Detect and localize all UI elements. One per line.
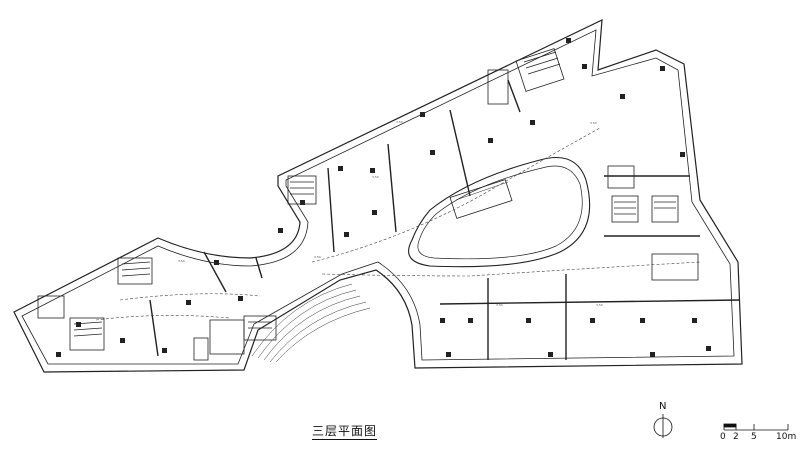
svg-text:3.50: 3.50 [596,303,603,307]
north-arrow [653,414,673,438]
svg-text:3.50: 3.50 [396,120,403,124]
svg-text:3.50: 3.50 [314,255,321,259]
dimension-marks: 3.50 3.50 3.50 3.50 3.50 3.50 3.50 [178,120,603,307]
drawing-title: 三层平面图 [312,424,378,440]
scale-tick-10m: 10m [776,432,797,442]
curved-ramp [251,283,371,363]
corridor-lines [95,127,701,321]
stair-cores [37,48,699,361]
scale-bar [723,423,789,431]
building-outline [13,19,743,373]
partition-walls [149,79,741,360]
svg-text:3.50: 3.50 [496,303,503,307]
svg-text:3.50: 3.50 [178,259,185,263]
north-label: N [659,401,667,412]
scale-tick-5: 5 [751,432,757,442]
structural-columns [56,38,711,357]
scale-tick-2: 2 [733,432,739,442]
atrium-void [408,156,591,268]
scale-tick-0: 0 [720,432,726,442]
svg-text:3.50: 3.50 [372,175,379,179]
svg-text:3.50: 3.50 [590,121,597,125]
